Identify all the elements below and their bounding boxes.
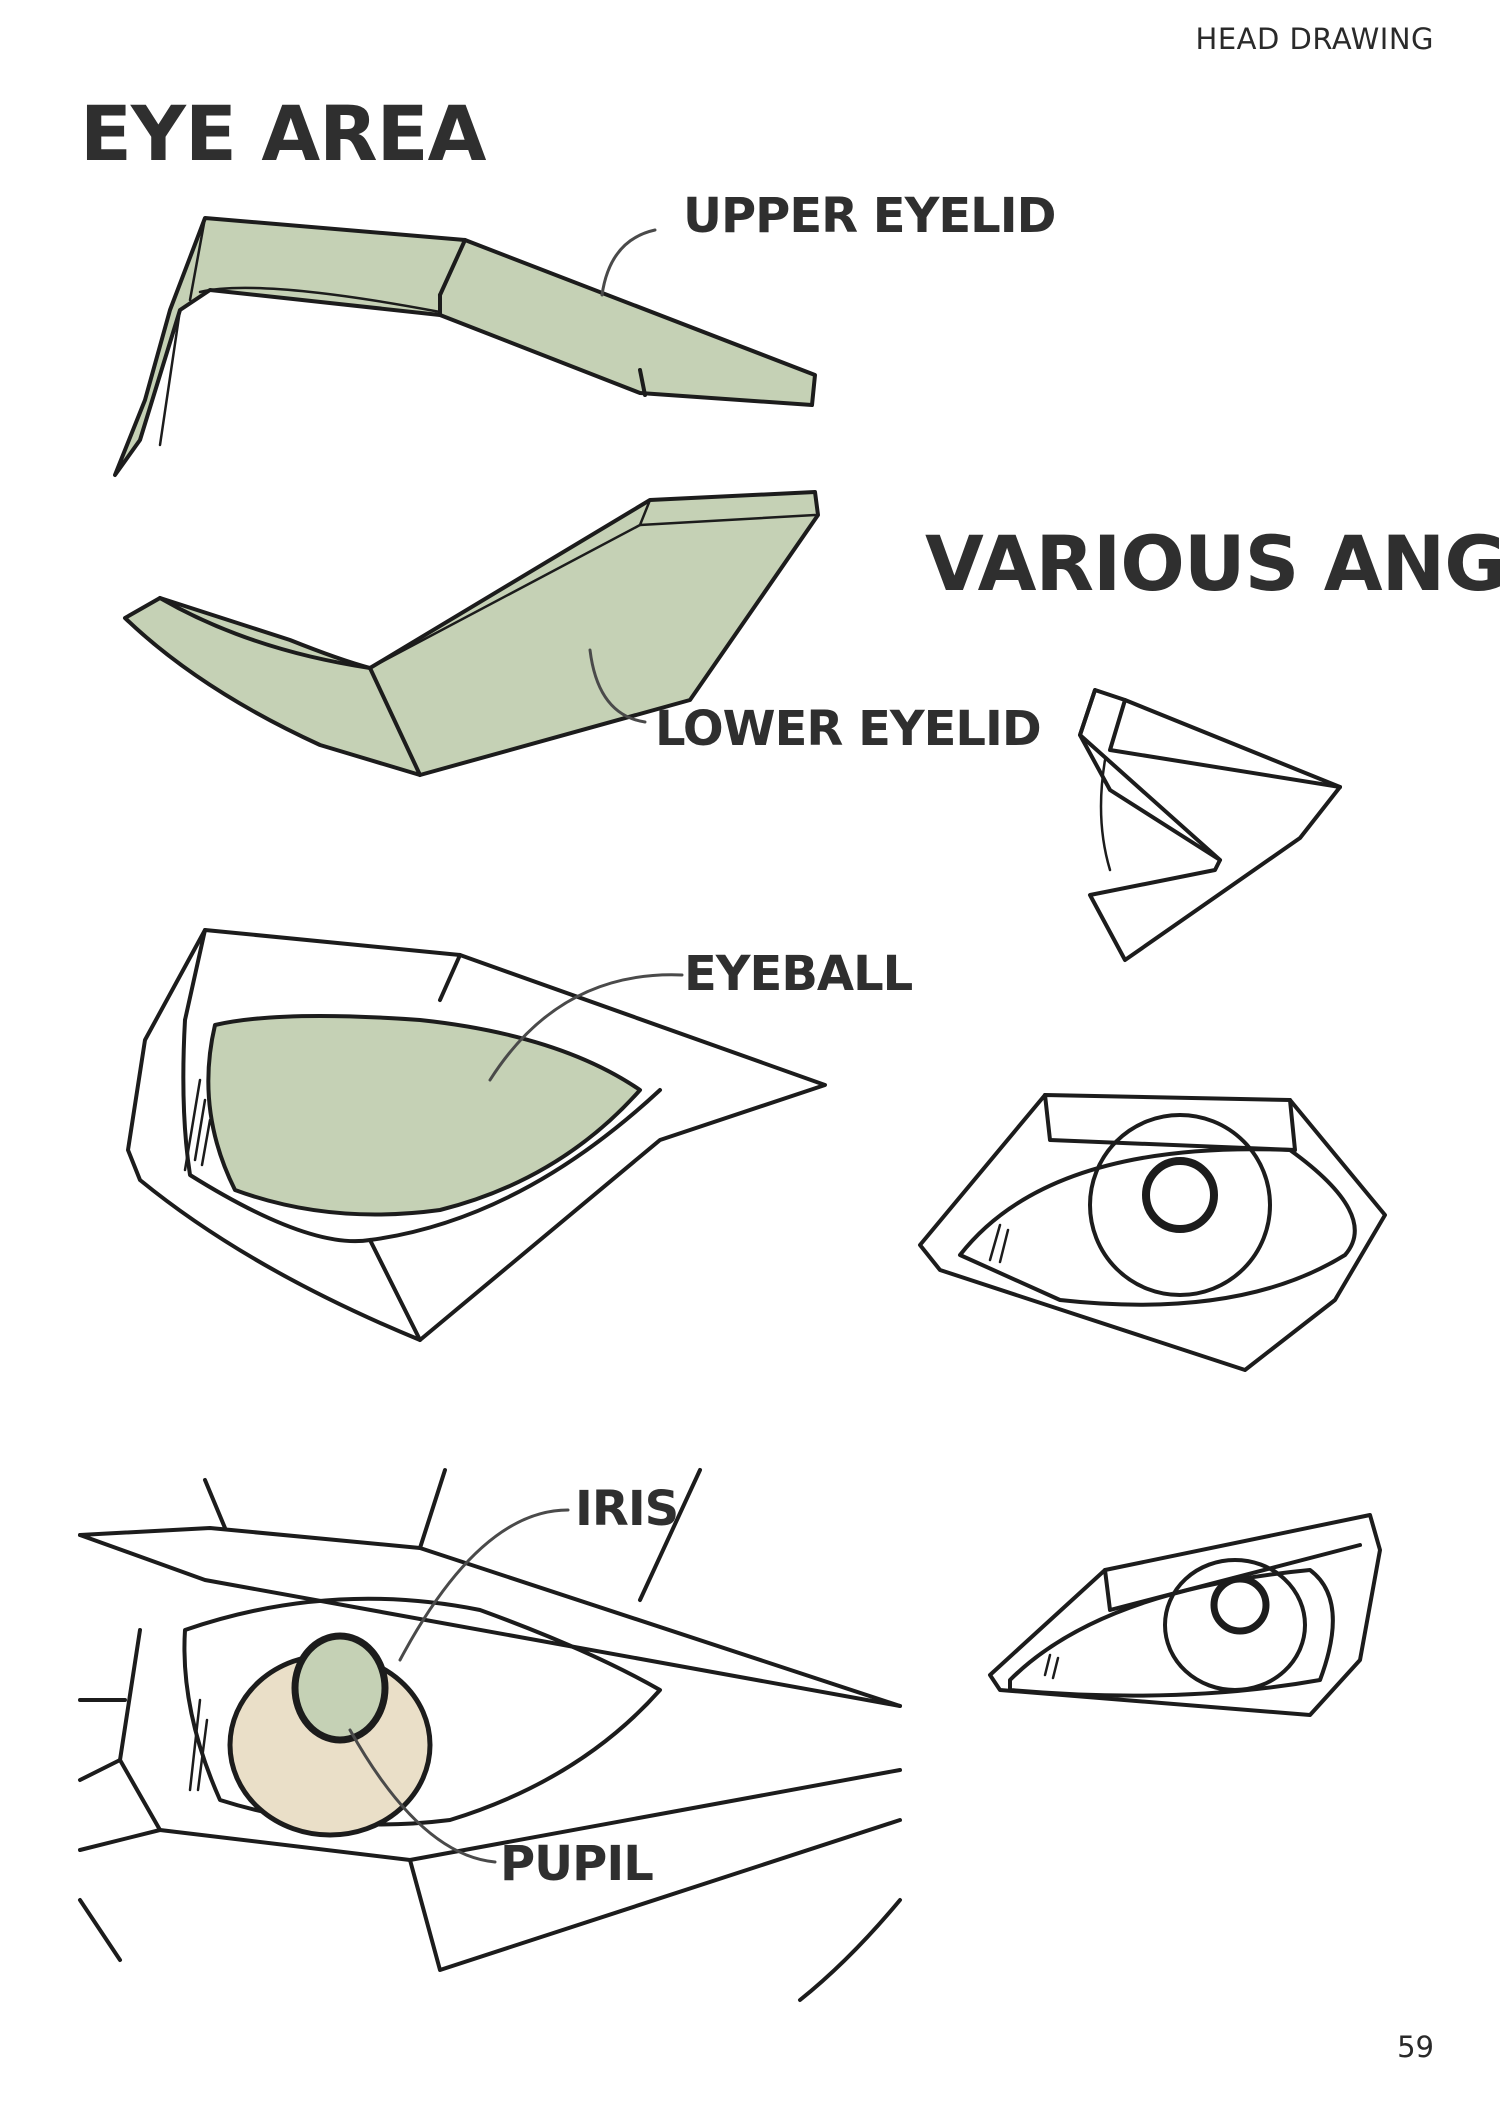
angle-eye-1-drawing <box>1078 688 1342 962</box>
leader-eyeball <box>488 973 684 1082</box>
label-iris: IRIS <box>575 1481 678 1537</box>
various-angles-title: VARIOUS ANGLES <box>925 519 1500 608</box>
leader-pupil <box>348 1728 497 1864</box>
lower-eyelid-drawing <box>123 490 820 777</box>
label-eyeball: EYEBALL <box>684 946 913 1002</box>
angle-eye-2-drawing <box>918 1093 1387 1372</box>
leader-iris <box>398 1508 570 1662</box>
eyeball-drawing <box>126 928 827 1342</box>
leader-lower-eyelid <box>588 648 647 724</box>
section-header: HEAD DRAWING <box>1195 22 1434 56</box>
angle-eye-3-drawing <box>988 1513 1382 1717</box>
label-pupil: PUPIL <box>500 1836 653 1892</box>
page-title: EYE AREA <box>80 89 487 178</box>
iris-closeup-drawing <box>78 1468 902 2002</box>
upper-eyelid-drawing <box>113 216 817 477</box>
label-upper-eyelid: UPPER EYELID <box>683 188 1055 244</box>
pupil-shape <box>291 1632 389 1744</box>
page-number: 59 <box>1397 2030 1434 2064</box>
leader-upper-eyelid <box>600 228 657 297</box>
label-lower-eyelid: LOWER EYELID <box>655 701 1041 757</box>
